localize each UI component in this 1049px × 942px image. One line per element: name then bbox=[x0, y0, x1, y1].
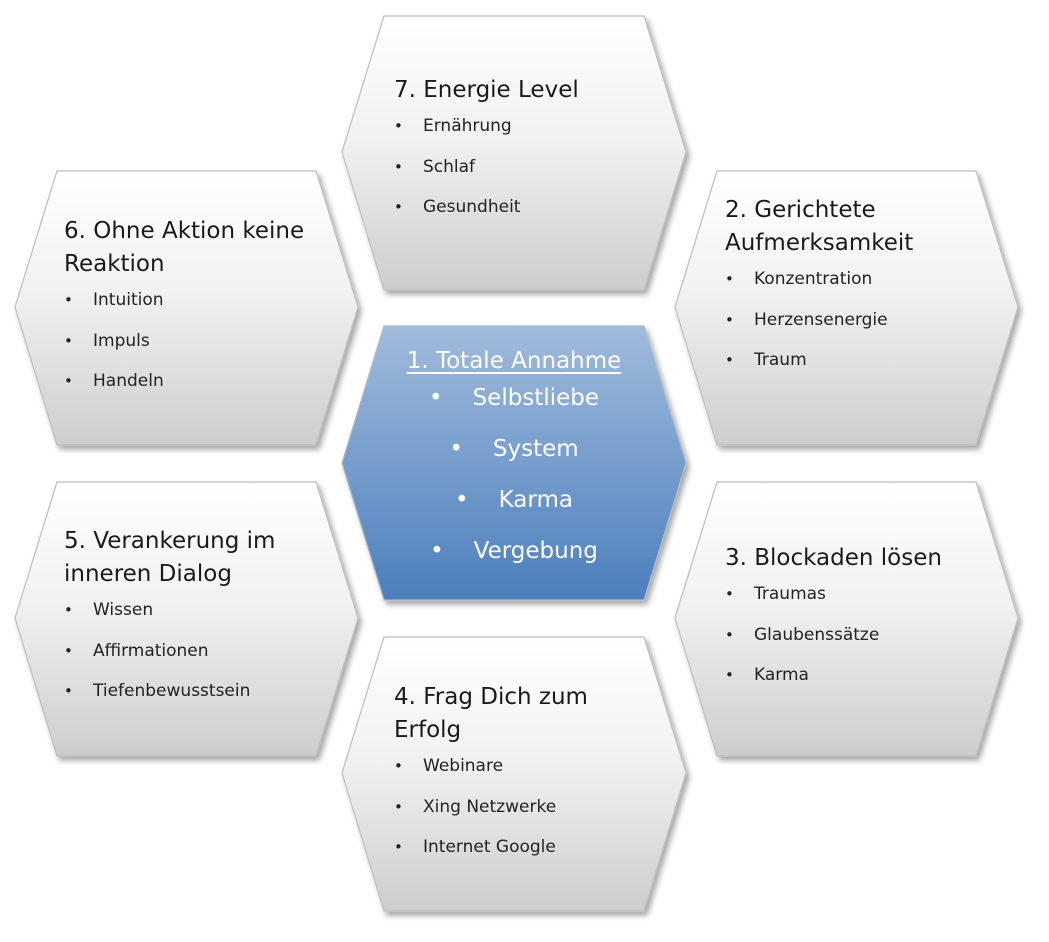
bullet-list: Konzentration Herzensenergie Traum bbox=[725, 269, 955, 370]
list-item: Glaubenssätze bbox=[725, 625, 1005, 645]
list-item: Internet Google bbox=[394, 837, 624, 857]
hexagon-energie-level bbox=[341, 15, 687, 291]
list-item-label: Selbstliebe bbox=[472, 385, 599, 411]
hex-text-gerichtete-aufmerksamkeit: 2. Gerichtete Aufmerksamkeit Konzentrati… bbox=[725, 194, 955, 391]
hex-text-ohne-aktion: 6. Ohne Aktion keine Reaktion Intuition … bbox=[64, 215, 324, 412]
list-item: Schlaf bbox=[394, 157, 674, 177]
bullet-marker: • bbox=[455, 487, 469, 513]
list-item: • Selbstliebe bbox=[384, 383, 644, 413]
list-item-label: Karma bbox=[498, 487, 573, 513]
list-item: Wissen bbox=[64, 600, 304, 620]
bullet-list: Traumas Glaubenssätze Karma bbox=[725, 584, 1005, 685]
list-item: Intuition bbox=[64, 290, 324, 310]
list-item: Tiefenbewusstsein bbox=[64, 681, 304, 701]
list-item: Karma bbox=[725, 665, 1005, 685]
hex-text-frag-dich-zum-erfolg: 4. Frag Dich zum Erfolg Webinare Xing Ne… bbox=[394, 681, 624, 878]
hex-text-energie-level: 7. Energie Level Ernährung Schlaf Gesund… bbox=[394, 74, 674, 238]
list-item: • System bbox=[384, 434, 644, 464]
list-item: Impuls bbox=[64, 331, 324, 351]
list-item: Konzentration bbox=[725, 269, 955, 289]
list-item: Xing Netzwerke bbox=[394, 797, 624, 817]
list-item: Gesundheit bbox=[394, 197, 674, 217]
list-item: Traum bbox=[725, 350, 955, 370]
hex-text-verankerung: 5. Verankerung im inneren Dialog Wissen … bbox=[64, 525, 304, 722]
list-item: • Vergebung bbox=[384, 536, 644, 566]
list-item: Ernährung bbox=[394, 116, 674, 136]
list-item: Handeln bbox=[64, 371, 324, 391]
hex-text-totale-annahme: 1. Totale Annahme • Selbstliebe • System •… bbox=[384, 345, 644, 587]
hex-title: 1. Totale Annahme bbox=[406, 348, 622, 374]
list-item-label: System bbox=[492, 436, 579, 462]
list-item: Traumas bbox=[725, 584, 1005, 604]
bullet-list: •Selbstliebe •System •Karma •Vergebung bbox=[384, 383, 644, 566]
list-item: • Karma bbox=[384, 485, 644, 515]
hex-title: 2. Gerichtete Aufmerksamkeit bbox=[725, 197, 914, 256]
hex-title: 4. Frag Dich zum Erfolg bbox=[394, 684, 588, 743]
hexagon-gerichtete-aufmerksamkeit bbox=[674, 170, 1019, 446]
bullet-list: Wissen Affirmationen Tiefenbewusstsein bbox=[64, 600, 304, 701]
list-item: Webinare bbox=[394, 756, 624, 776]
hex-title: 5. Verankerung im inneren Dialog bbox=[64, 528, 276, 587]
hexagon-totale-annahme bbox=[341, 325, 687, 601]
list-item-label: Vergebung bbox=[473, 538, 598, 564]
hex-title: 7. Energie Level bbox=[394, 77, 579, 103]
bullet-marker: • bbox=[449, 436, 463, 462]
bullet-list: Ernährung Schlaf Gesundheit bbox=[394, 116, 674, 217]
hex-text-blockaden-loesen: 3. Blockaden lösen Traumas Glaubenssätze… bbox=[725, 542, 1005, 706]
bullet-marker: • bbox=[430, 538, 444, 564]
bullet-list: Intuition Impuls Handeln bbox=[64, 290, 324, 391]
list-item: Herzensenergie bbox=[725, 310, 955, 330]
bullet-list: Webinare Xing Netzwerke Internet Google bbox=[394, 756, 624, 857]
hex-title: 3. Blockaden lösen bbox=[725, 545, 942, 571]
bullet-marker: • bbox=[429, 385, 443, 411]
hexagon-blockaden-loesen bbox=[674, 481, 1019, 757]
list-item: Affirmationen bbox=[64, 641, 304, 661]
hex-title: 6. Ohne Aktion keine Reaktion bbox=[64, 218, 305, 277]
